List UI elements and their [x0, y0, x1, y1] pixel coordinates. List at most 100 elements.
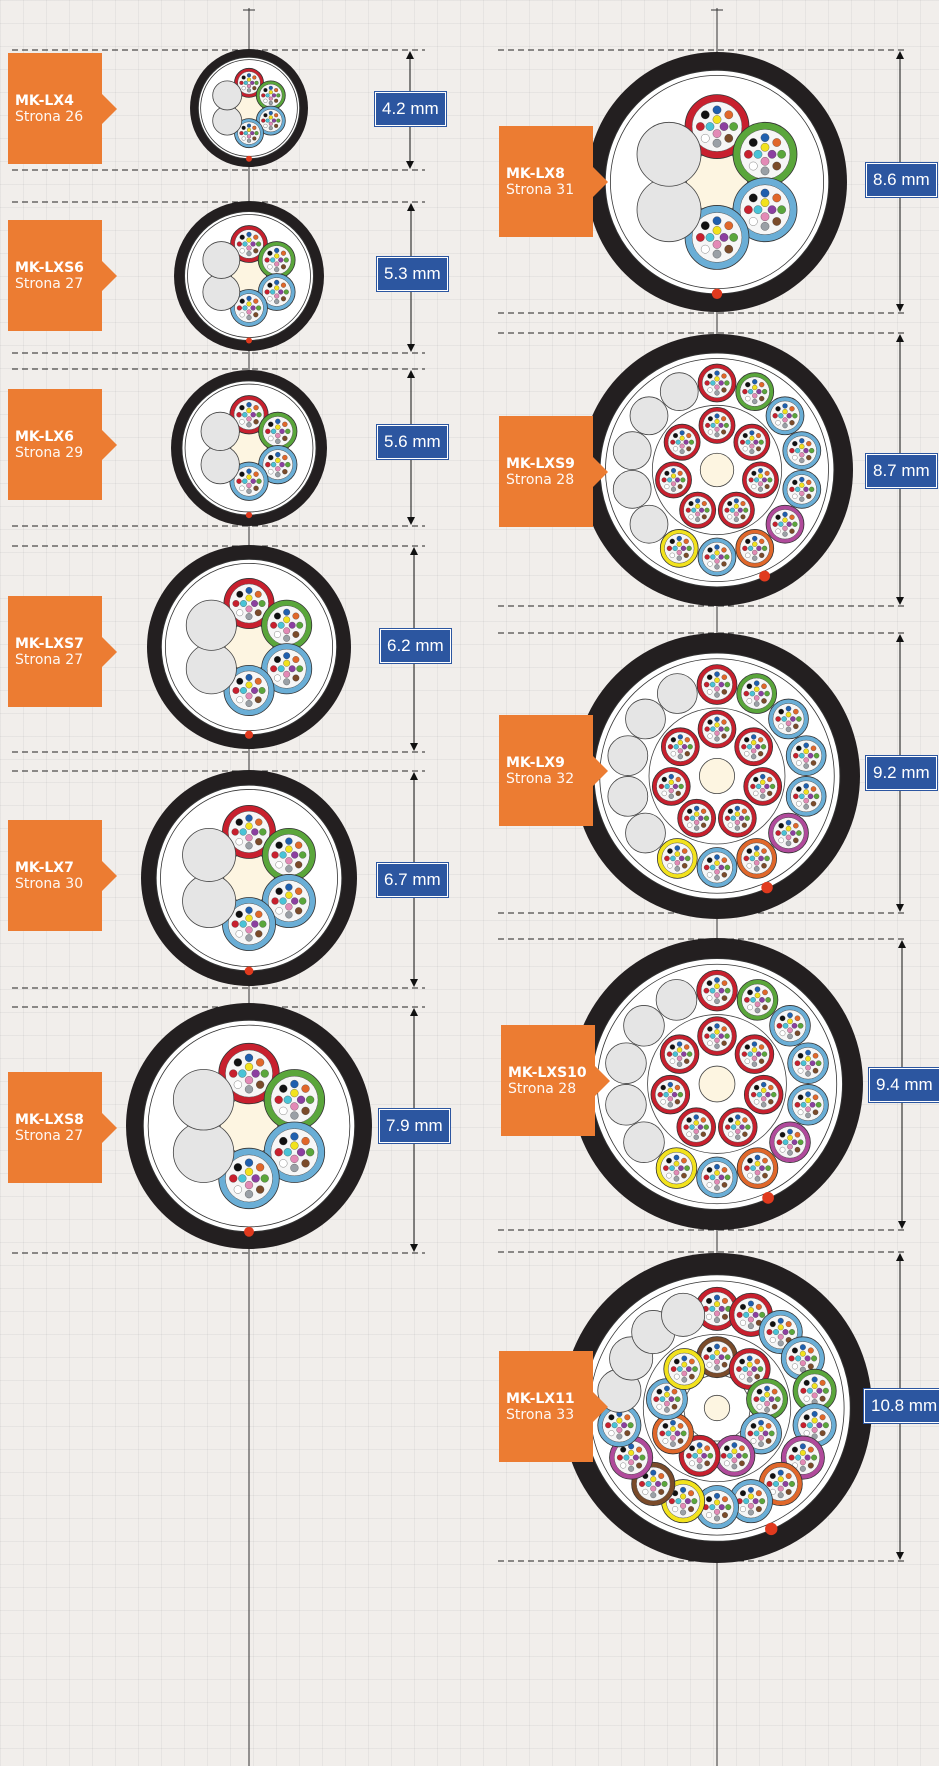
fiber — [252, 136, 257, 141]
fiber — [706, 689, 713, 695]
fiber — [623, 1454, 630, 1461]
fiber — [274, 612, 281, 620]
fiber — [275, 432, 281, 439]
filler-rod — [655, 979, 698, 1021]
fiber — [282, 469, 288, 475]
fiber — [754, 477, 760, 483]
fiber — [745, 538, 751, 545]
fiber — [239, 234, 245, 240]
fiber — [749, 435, 755, 441]
fiber — [694, 819, 700, 826]
fiber — [276, 118, 281, 123]
fiber — [792, 441, 798, 447]
fiber — [709, 1354, 716, 1360]
fiber — [274, 656, 281, 663]
arrow-up-icon — [406, 51, 414, 59]
fiber — [734, 825, 740, 831]
fiber — [280, 282, 287, 288]
fiber — [268, 121, 273, 126]
fiber — [246, 301, 252, 307]
fiber — [244, 1158, 254, 1167]
fiber — [686, 446, 692, 452]
fiber — [245, 681, 253, 689]
fiber — [778, 413, 784, 419]
fiber — [241, 125, 246, 130]
cable-page: Strona 28 — [506, 471, 575, 488]
fiber — [805, 1071, 811, 1077]
fiber — [680, 1430, 687, 1437]
fiber — [757, 486, 763, 492]
fiber — [778, 837, 784, 844]
filler-rod — [661, 1292, 706, 1337]
fiber — [735, 1120, 741, 1126]
fiber — [797, 1139, 804, 1146]
filler-rod — [605, 1042, 647, 1084]
fiber — [739, 1460, 745, 1467]
fiber — [791, 1022, 798, 1029]
fiber — [714, 1023, 720, 1029]
fiber — [709, 987, 716, 994]
fiber — [742, 446, 748, 452]
diameter-label: 8.7 mm — [865, 453, 938, 489]
fiber — [724, 221, 734, 230]
fiber — [733, 503, 739, 509]
fiber — [809, 448, 815, 454]
fiber — [268, 454, 274, 461]
fiber — [739, 1358, 745, 1365]
fiber — [275, 466, 281, 472]
fiber — [253, 312, 259, 318]
fiber — [714, 983, 720, 989]
fiber — [267, 264, 273, 270]
fiber — [714, 558, 720, 564]
fiber — [761, 477, 767, 483]
fiber — [742, 545, 748, 551]
fiber — [804, 1355, 811, 1362]
fiber — [632, 1454, 639, 1461]
fiber — [799, 482, 805, 488]
fiber — [788, 1355, 795, 1362]
diameter-label: 8.6 mm — [865, 162, 938, 198]
fiber — [765, 1091, 771, 1098]
fiber — [761, 1087, 767, 1094]
fiber — [244, 1076, 254, 1085]
fiber — [639, 1480, 645, 1487]
fiber — [791, 1363, 798, 1370]
fiber — [799, 752, 805, 759]
fiber — [275, 424, 281, 430]
fiber — [750, 783, 756, 790]
fiber — [686, 1051, 693, 1057]
arrow-up-icon — [896, 51, 904, 59]
fiber — [679, 430, 685, 436]
fiber — [274, 293, 280, 299]
fiber — [782, 1022, 789, 1029]
fiber — [710, 554, 716, 560]
fiber — [760, 142, 770, 152]
fiber — [811, 1376, 818, 1383]
fiber — [731, 1463, 738, 1470]
cable-page: Strona 27 — [15, 651, 84, 668]
diameter-label: 6.2 mm — [379, 628, 452, 664]
fiber — [616, 1454, 623, 1461]
fiber — [245, 613, 253, 620]
fiber — [292, 612, 300, 620]
cable-page: Strona 28 — [508, 1080, 577, 1097]
cable-page: Strona 29 — [15, 444, 84, 461]
fiber — [628, 1449, 635, 1456]
fiber — [746, 683, 753, 690]
fiber — [276, 93, 281, 98]
fiber — [714, 376, 720, 382]
fiber — [267, 282, 273, 288]
fiber — [685, 507, 691, 513]
fiber — [778, 708, 784, 715]
fiber — [664, 1407, 670, 1413]
fiber — [785, 840, 792, 847]
fiber — [664, 470, 670, 476]
fiber — [295, 887, 303, 895]
fiber — [265, 428, 271, 435]
fiber — [714, 426, 720, 432]
fiber — [727, 1452, 733, 1459]
fiber — [254, 590, 262, 598]
fiber — [263, 98, 268, 103]
fiber — [744, 997, 750, 1003]
filler-rod — [607, 735, 649, 776]
